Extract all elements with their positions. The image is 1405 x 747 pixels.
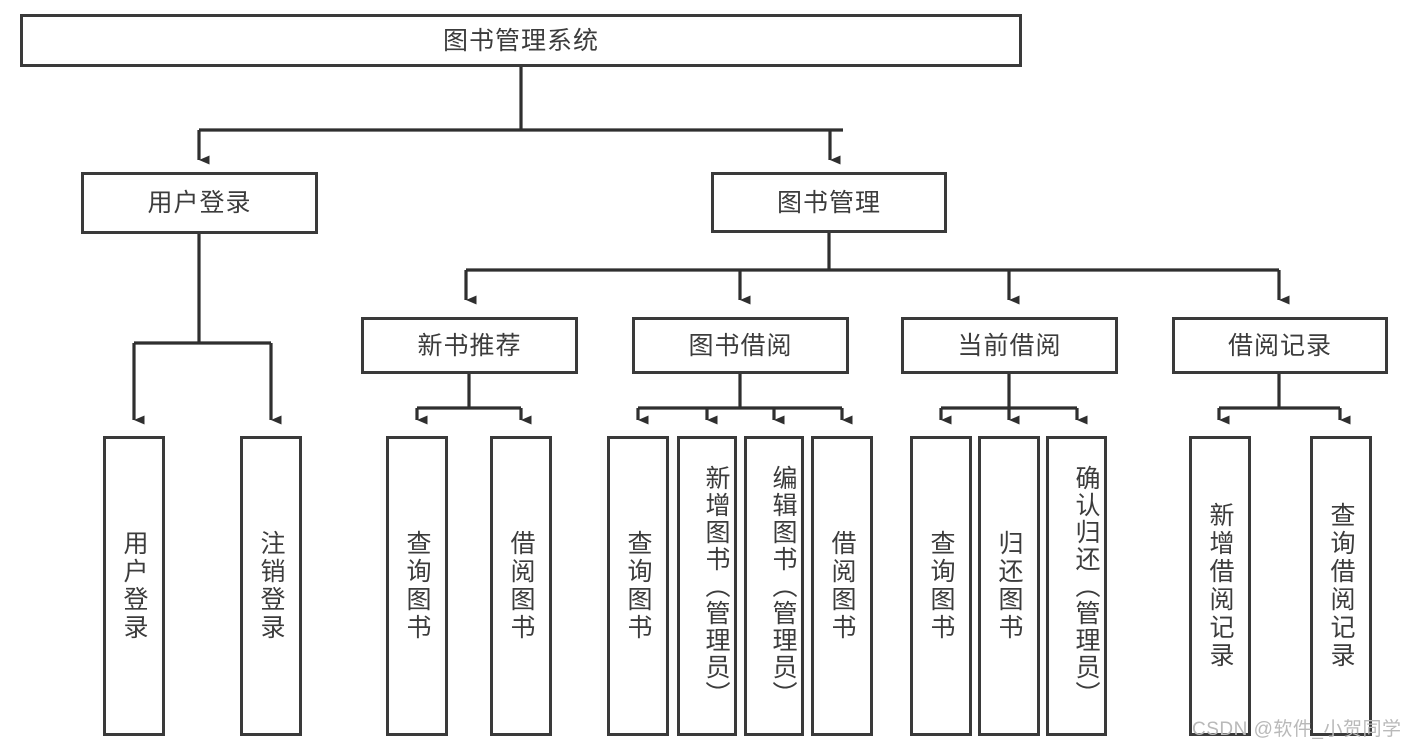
node-label: 新增图书（管理员） — [702, 464, 730, 708]
node-label: 查询图书 — [403, 530, 431, 642]
node-label: 图书借阅 — [688, 331, 793, 360]
leaf-edit-book[interactable]: 编辑图书（管理员） — [744, 436, 804, 736]
leaf-query-book-1[interactable]: 查询图书 — [386, 436, 448, 736]
leaf-query-book-3[interactable]: 查询图书 — [910, 436, 972, 736]
leaf-add-book[interactable]: 新增图书（管理员） — [677, 436, 737, 736]
leaf-query-record[interactable]: 查询借阅记录 — [1310, 436, 1372, 736]
node-label: 查询图书 — [927, 530, 955, 642]
node-root-system[interactable]: 图书管理系统 — [20, 14, 1022, 67]
node-label: 借阅图书 — [828, 530, 856, 642]
leaf-borrow-book-2[interactable]: 借阅图书 — [811, 436, 873, 736]
node-label: 新书推荐 — [417, 331, 522, 360]
node-label: 新增借阅记录 — [1206, 502, 1234, 670]
node-book-borrow[interactable]: 图书借阅 — [632, 317, 849, 374]
leaf-query-book-2[interactable]: 查询图书 — [607, 436, 669, 736]
node-label: 归还图书 — [995, 530, 1023, 642]
leaf-user-logout[interactable]: 注销登录 — [240, 436, 302, 736]
leaf-confirm-return[interactable]: 确认归还（管理员） — [1046, 436, 1107, 736]
node-book-manage[interactable]: 图书管理 — [711, 172, 947, 233]
node-label: 图书管理 — [776, 188, 881, 217]
node-label: 借阅记录 — [1227, 331, 1332, 360]
node-user-login[interactable]: 用户登录 — [81, 172, 318, 234]
node-current-borrow[interactable]: 当前借阅 — [901, 317, 1118, 374]
node-label: 确认归还（管理员） — [1072, 464, 1100, 708]
node-label: 注销登录 — [257, 530, 285, 642]
node-borrow-record[interactable]: 借阅记录 — [1172, 317, 1388, 374]
node-label: 当前借阅 — [957, 331, 1062, 360]
node-new-book-recommend[interactable]: 新书推荐 — [361, 317, 578, 374]
leaf-borrow-book-1[interactable]: 借阅图书 — [490, 436, 552, 736]
node-label: 用户登录 — [147, 189, 252, 217]
node-label: 编辑图书（管理员） — [769, 464, 797, 708]
leaf-user-login[interactable]: 用户登录 — [103, 436, 165, 736]
leaf-return-book[interactable]: 归还图书 — [978, 436, 1040, 736]
csdn-watermark: CSDN @软件_小贺同学 — [1192, 719, 1402, 740]
node-label: 图书管理系统 — [442, 26, 599, 55]
leaf-add-record[interactable]: 新增借阅记录 — [1189, 436, 1251, 736]
node-label: 用户登录 — [120, 530, 148, 642]
node-label: 查询图书 — [624, 530, 652, 642]
node-label: 查询借阅记录 — [1327, 502, 1355, 670]
node-label: 借阅图书 — [507, 530, 535, 642]
